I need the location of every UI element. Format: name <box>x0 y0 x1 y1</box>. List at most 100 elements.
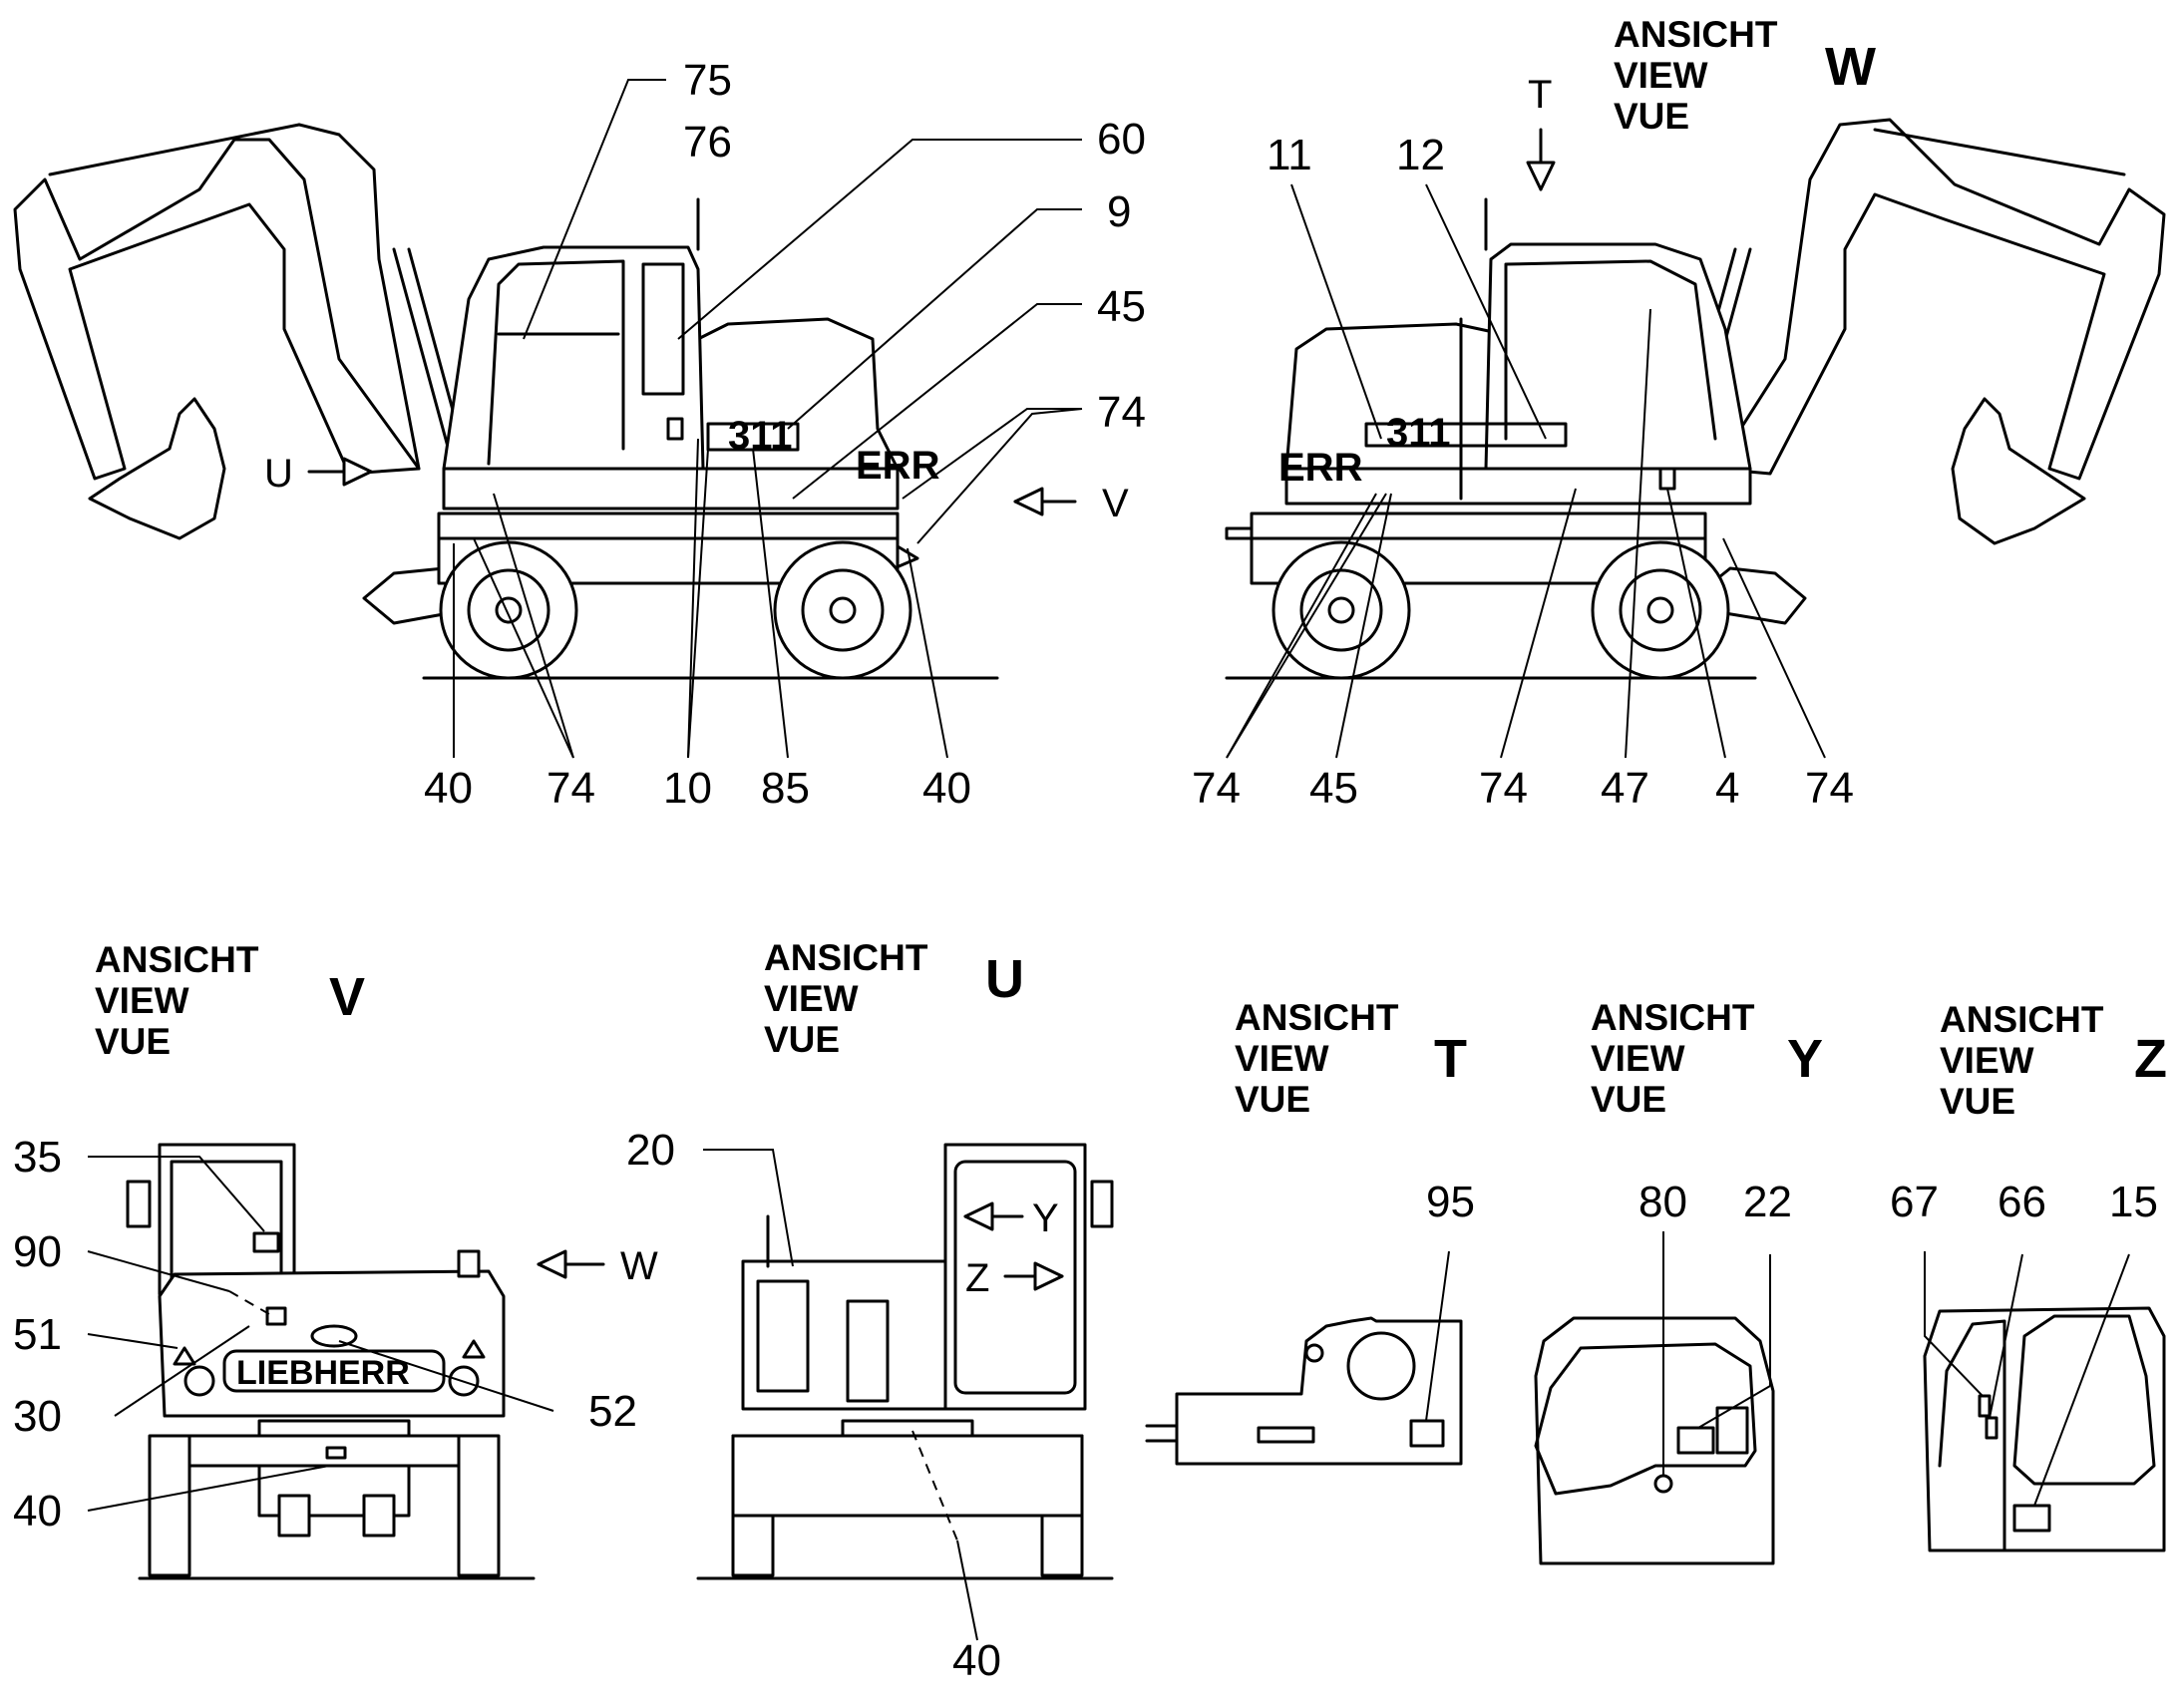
view-t-letter: T <box>1434 1029 1467 1089</box>
svg-text:VIEW: VIEW <box>1940 1040 2034 1081</box>
svg-text:VUE: VUE <box>764 1019 840 1060</box>
view-v-caption: ANSICHT VIEW VUE V <box>95 939 365 1062</box>
callout-51: 51 <box>13 1310 62 1359</box>
wheel-right-front <box>1272 540 1411 680</box>
view-arrow-u <box>307 457 373 487</box>
view-z-letter: Z <box>2134 1029 2167 1089</box>
view-arrow-y-label: Y <box>1032 1196 1059 1240</box>
callout-40: 40 <box>952 1636 1001 1685</box>
callout-75: 75 <box>683 56 732 105</box>
svg-text:ANSICHT: ANSICHT <box>95 939 259 980</box>
brand-decal-right-text: ERR <box>1278 446 1363 490</box>
callout-90: 90 <box>13 1227 62 1276</box>
model-decal-right <box>1364 422 1568 448</box>
svg-text:ANSICHT: ANSICHT <box>764 937 928 978</box>
machine-right-side-view: 311 ERR <box>1225 118 2166 680</box>
cab-right <box>1484 242 1752 471</box>
svg-text:VIEW: VIEW <box>1614 55 1708 96</box>
callout-35: 35 <box>13 1133 62 1182</box>
callout-45: 45 <box>1309 764 1358 813</box>
cab-left <box>442 245 705 471</box>
view-arrow-z-label: Z <box>965 1256 989 1300</box>
machine-left-side-view: 311 ERR <box>13 123 999 680</box>
view-arrow-y <box>963 1201 1024 1231</box>
view-w-letter: W <box>1825 37 1876 97</box>
callout-20: 20 <box>626 1126 675 1175</box>
callout-40: 40 <box>424 764 473 813</box>
callout-85: 85 <box>761 764 810 813</box>
view-v-leaders <box>87 1156 554 1512</box>
callout-11: 11 <box>1267 131 1312 179</box>
callout-80: 80 <box>1638 1178 1687 1226</box>
callout-74: 74 <box>1479 764 1528 813</box>
svg-text:VUE: VUE <box>95 1021 171 1062</box>
callout-74: 74 <box>1805 764 1854 813</box>
view-arrow-w <box>537 1249 605 1279</box>
callout-66: 66 <box>1998 1178 2046 1226</box>
callout-60: 60 <box>1097 115 1146 164</box>
svg-text:VIEW: VIEW <box>1235 1038 1329 1079</box>
view-arrow-t <box>1526 128 1556 191</box>
rear-cab <box>158 1143 296 1296</box>
model-decal-left-text: 311 <box>728 414 793 458</box>
svg-text:VIEW: VIEW <box>95 980 189 1021</box>
left-side-leaders <box>453 79 1083 759</box>
svg-text:VIEW: VIEW <box>764 978 859 1019</box>
callout-40: 40 <box>13 1487 62 1536</box>
rear-brand-decal: LIEBHERR <box>236 1354 410 1392</box>
view-u-caption: ANSICHT VIEW VUE U <box>764 937 1024 1060</box>
model-decal-right-text: 311 <box>1386 411 1451 455</box>
view-t-caption: ANSICHT VIEW VUE T <box>1235 997 1467 1120</box>
view-arrow-v <box>1013 487 1077 516</box>
machine-rear-view: LIEBHERR <box>126 1143 536 1580</box>
callout-67: 67 <box>1890 1178 1939 1226</box>
callout-45: 45 <box>1097 282 1146 331</box>
svg-text:ANSICHT: ANSICHT <box>1940 999 2104 1040</box>
svg-text:VUE: VUE <box>1940 1081 2015 1122</box>
boom-right <box>1713 118 2166 481</box>
view-arrow-z <box>1003 1261 1064 1291</box>
boom-left <box>13 138 421 481</box>
brand-decal-left-text: ERR <box>856 444 940 488</box>
svg-text:VIEW: VIEW <box>1591 1038 1685 1079</box>
svg-text:ANSICHT: ANSICHT <box>1235 997 1399 1038</box>
callout-76: 76 <box>683 118 732 167</box>
bucket-right <box>1951 397 2086 545</box>
callout-52: 52 <box>588 1387 637 1436</box>
svg-text:VUE: VUE <box>1614 96 1689 137</box>
view-y-detail <box>1534 1231 1775 1565</box>
svg-text:VUE: VUE <box>1235 1079 1310 1120</box>
right-side-leaders <box>1226 183 1826 759</box>
view-y-letter: Y <box>1787 1029 1823 1089</box>
svg-text:ANSICHT: ANSICHT <box>1591 997 1755 1038</box>
view-u-letter: U <box>985 949 1024 1009</box>
view-v-letter: V <box>329 967 365 1027</box>
view-z-detail <box>1923 1251 2166 1552</box>
callout-74: 74 <box>1192 764 1241 813</box>
view-arrow-w-label: W <box>620 1244 658 1288</box>
view-u-leaders <box>703 1149 978 1641</box>
callout-30: 30 <box>13 1392 62 1441</box>
callout-95: 95 <box>1426 1178 1475 1226</box>
callout-9: 9 <box>1107 187 1131 236</box>
wheel-right-rear <box>1591 540 1730 680</box>
callout-15: 15 <box>2109 1178 2158 1226</box>
svg-text:ANSICHT: ANSICHT <box>1614 14 1778 55</box>
callout-22: 22 <box>1743 1178 1792 1226</box>
callout-47: 47 <box>1601 764 1649 813</box>
bucket-left <box>88 397 226 540</box>
wheel-left-front <box>439 540 578 680</box>
callout-40: 40 <box>922 764 971 813</box>
callout-10: 10 <box>663 764 712 813</box>
view-z-caption: ANSICHT VIEW VUE Z <box>1940 999 2167 1122</box>
view-y-caption: ANSICHT VIEW VUE Y <box>1591 997 1823 1120</box>
wheel-left-rear <box>773 540 912 680</box>
machine-front-view <box>696 1143 1114 1580</box>
callout-74: 74 <box>1097 388 1146 437</box>
view-arrow-u-label: U <box>264 452 293 496</box>
view-arrow-v-label: V <box>1102 482 1129 525</box>
svg-text:VUE: VUE <box>1591 1079 1666 1120</box>
callout-74: 74 <box>546 764 595 813</box>
callout-12: 12 <box>1396 131 1445 179</box>
